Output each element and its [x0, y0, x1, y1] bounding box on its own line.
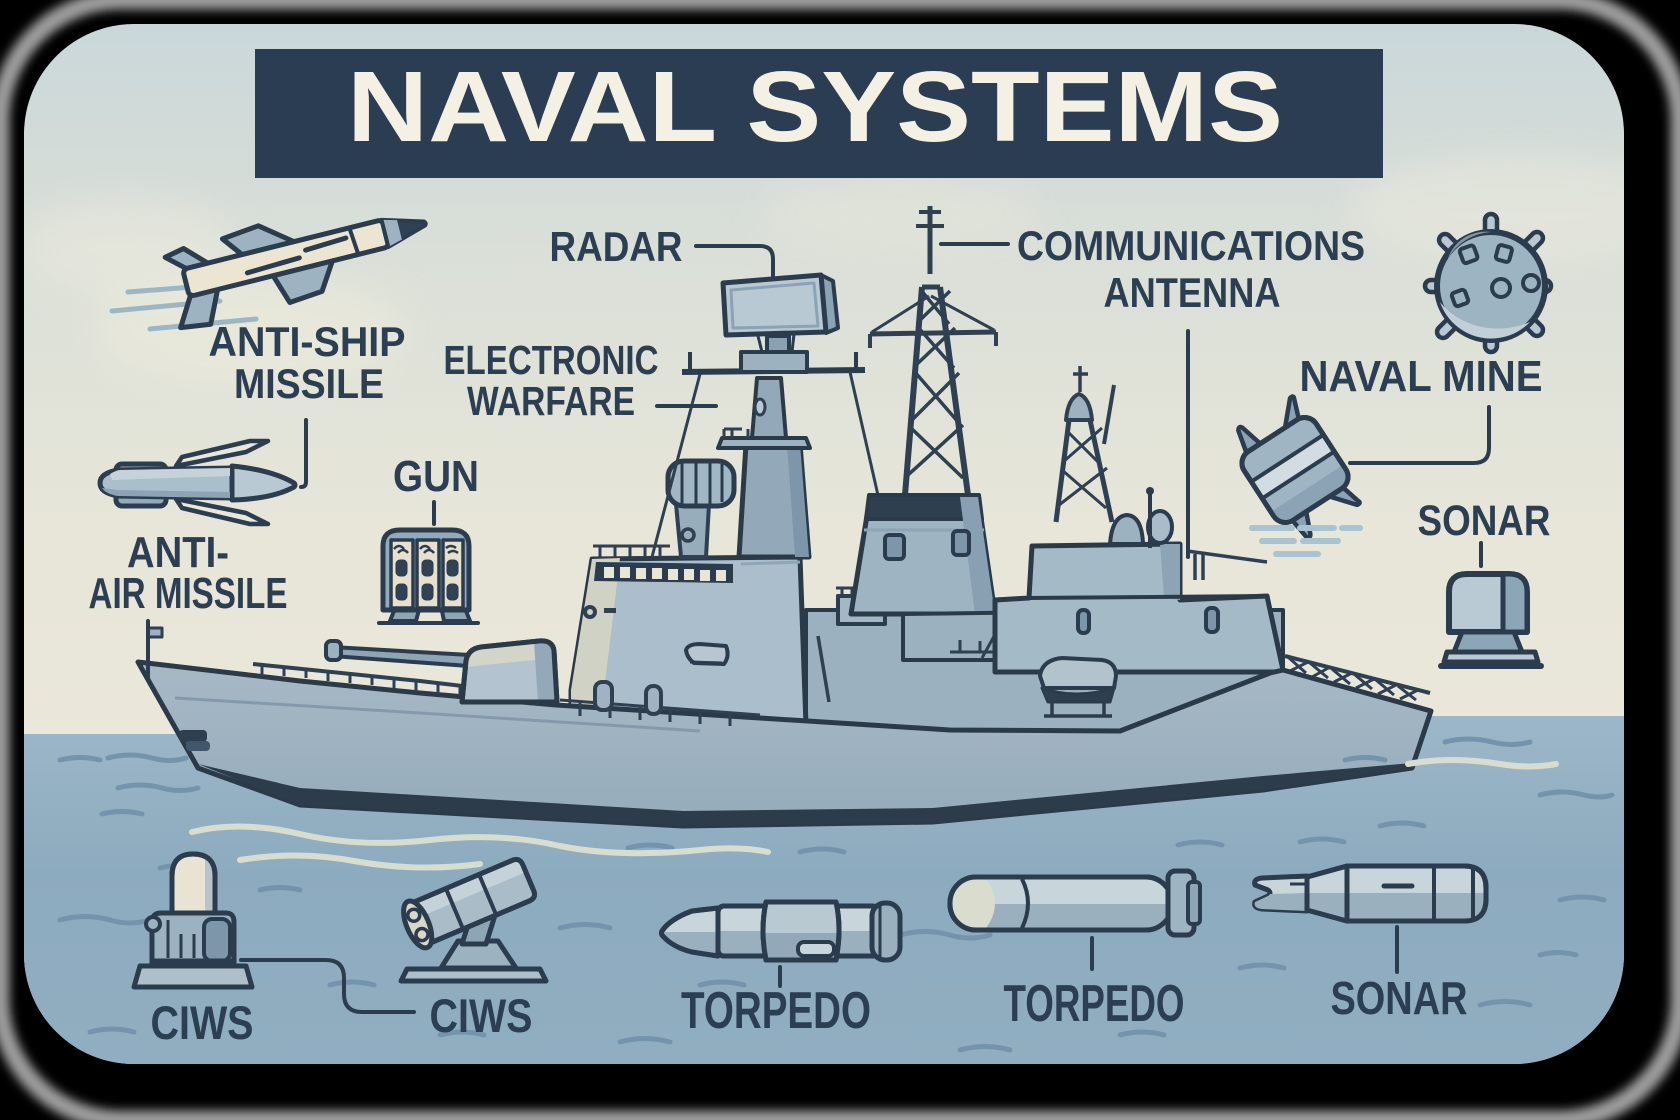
svg-text:WARFARE: WARFARE — [467, 378, 635, 424]
svg-text:RADAR: RADAR — [550, 223, 683, 270]
svg-text:ANTI-: ANTI- — [127, 528, 229, 577]
svg-text:CIWS: CIWS — [151, 996, 254, 1049]
svg-text:SONAR: SONAR — [1418, 497, 1551, 545]
svg-text:ANTENNA: ANTENNA — [1104, 269, 1281, 316]
svg-text:CIWS: CIWS — [430, 989, 533, 1042]
svg-text:SONAR: SONAR — [1331, 972, 1468, 1024]
svg-text:ANTI-SHIP: ANTI-SHIP — [209, 318, 406, 365]
svg-text:TORPEDO: TORPEDO — [1004, 975, 1185, 1033]
svg-text:COMMUNICATIONS: COMMUNICATIONS — [1017, 222, 1365, 269]
svg-text:GUN: GUN — [393, 452, 479, 501]
svg-text:AIR MISSILE: AIR MISSILE — [89, 569, 288, 618]
svg-text:TORPEDO: TORPEDO — [681, 982, 871, 1040]
svg-text:ELECTRONIC: ELECTRONIC — [444, 337, 659, 383]
svg-text:NAVAL SYSTEMS: NAVAL SYSTEMS — [347, 51, 1283, 163]
svg-text:NAVAL MINE: NAVAL MINE — [1300, 352, 1543, 401]
svg-text:MISSILE: MISSILE — [234, 360, 384, 407]
